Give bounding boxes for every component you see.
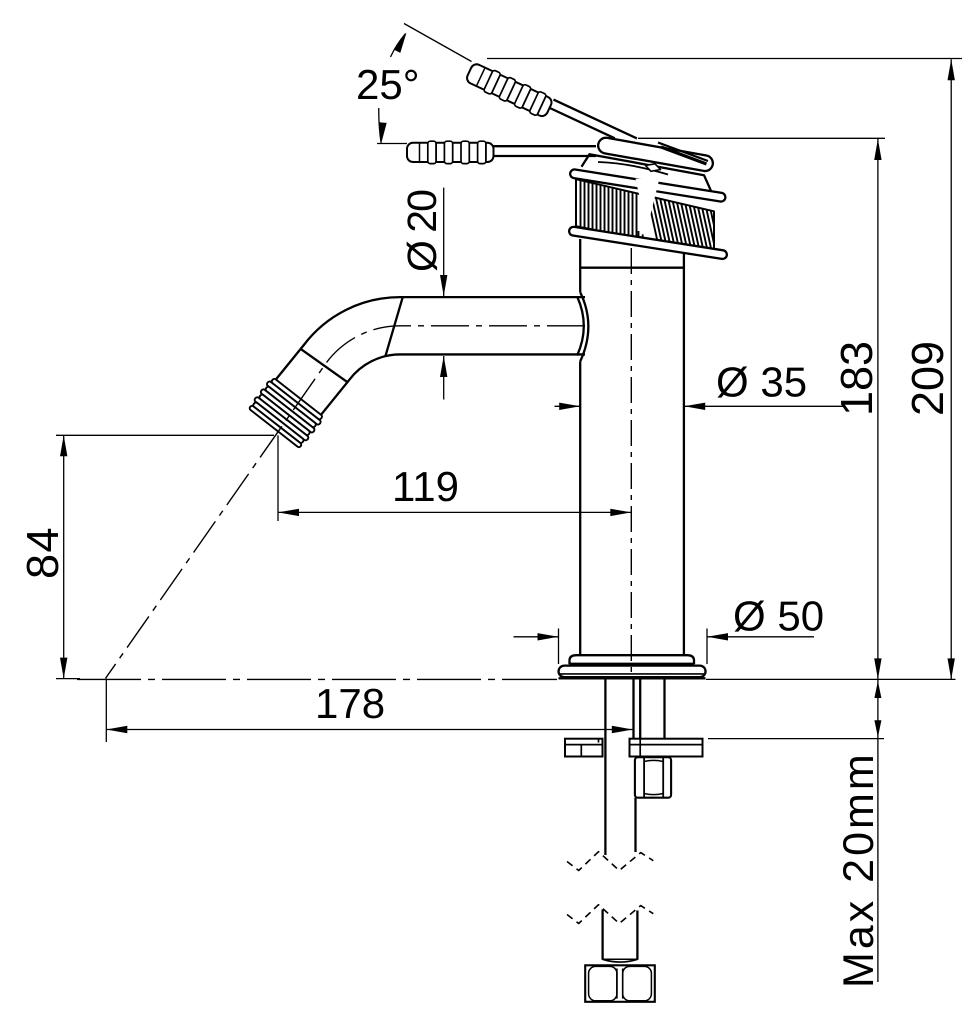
svg-text:84: 84 bbox=[17, 526, 68, 579]
svg-text:178: 178 bbox=[315, 680, 385, 727]
svg-text:183: 183 bbox=[831, 341, 882, 416]
svg-text:25°: 25° bbox=[356, 61, 420, 108]
svg-text:119: 119 bbox=[392, 463, 459, 510]
svg-text:209: 209 bbox=[902, 341, 953, 416]
svg-text:Max 20mm: Max 20mm bbox=[835, 751, 883, 988]
svg-text:Ø 35: Ø 35 bbox=[716, 359, 807, 406]
svg-text:Ø 50: Ø 50 bbox=[733, 593, 824, 640]
svg-text:Ø 20: Ø 20 bbox=[399, 190, 445, 272]
